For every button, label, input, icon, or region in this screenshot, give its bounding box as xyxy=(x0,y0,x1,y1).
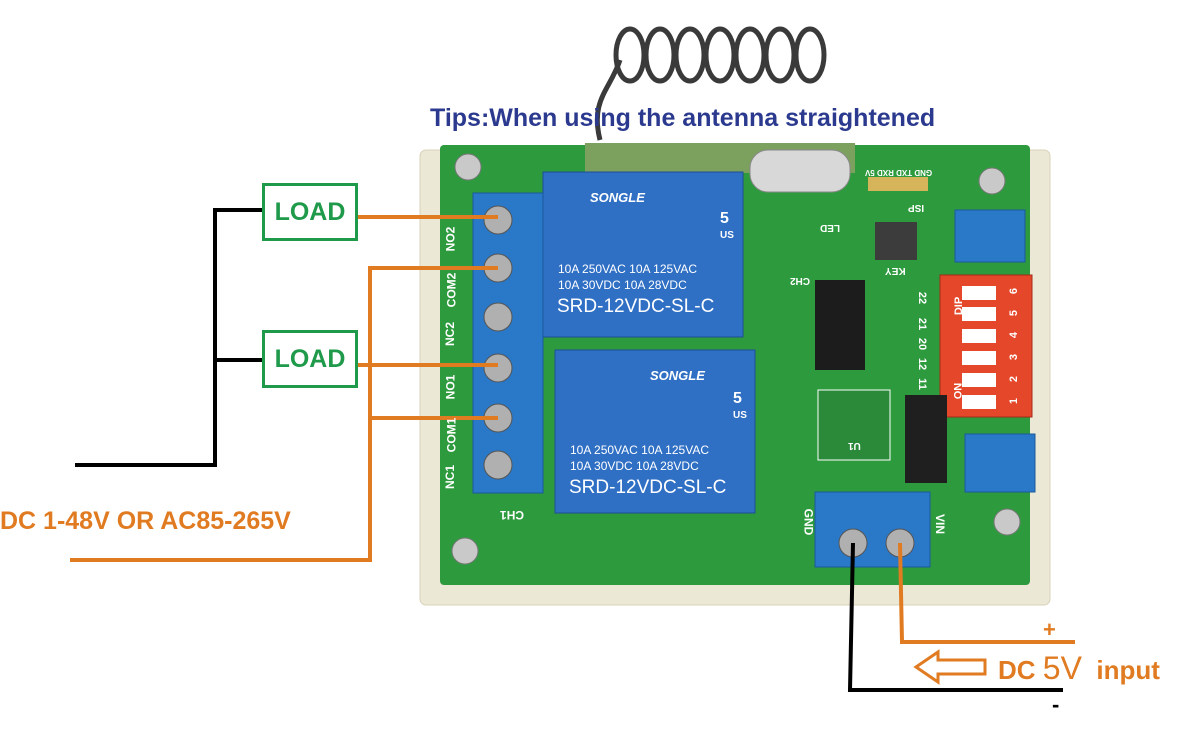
relay-1-number: 5 xyxy=(720,210,729,227)
diode-array xyxy=(905,395,947,483)
power-minus-label: - xyxy=(1052,692,1060,717)
relay-2-number: 5 xyxy=(733,390,742,407)
relay-1-brand: SONGLE xyxy=(590,190,645,205)
relay-2-us: US xyxy=(733,410,747,421)
relay-2 xyxy=(554,349,756,514)
isp-label: ISP xyxy=(908,202,925,213)
dip-number-5: 5 xyxy=(1008,309,1021,317)
led-label: LED xyxy=(820,222,840,233)
u1-label: U1 xyxy=(848,440,861,451)
relay-1-model: SRD-12VDC-SL-C xyxy=(557,296,715,317)
key-label: KEY xyxy=(885,265,906,276)
relay-2-model: SRD-12VDC-SL-C xyxy=(569,477,727,498)
power-input-prefix: DC xyxy=(998,655,1036,685)
vin-label: VIN xyxy=(933,513,948,535)
live-wire xyxy=(70,215,498,562)
pin-number-22: 22 xyxy=(916,291,929,305)
terminal-label-com1: COM1 xyxy=(444,417,459,453)
power-plus-label: + xyxy=(1043,617,1056,642)
dip-label: DIP xyxy=(953,296,966,316)
load-supply-label: DC 1-48V OR AC85-265V xyxy=(0,507,291,535)
neutral-wire xyxy=(75,208,262,467)
mounting-screws xyxy=(451,153,1021,565)
power-input-voltage: 5V xyxy=(1042,650,1082,686)
pin-number-21: 21 xyxy=(916,317,929,331)
microcontroller-ic xyxy=(815,280,865,370)
pin-number-20: 20 xyxy=(916,337,929,351)
terminal-label-nc1: NC1 xyxy=(443,464,458,490)
header-pin-labels: GND TXD RXD 5V xyxy=(865,168,933,177)
crystal xyxy=(749,149,851,193)
relay-2-rating-1: 10A 250VAC 10A 125VAC xyxy=(570,443,709,457)
terminal-label-nc2: NC2 xyxy=(443,321,458,347)
power-terminal-block xyxy=(814,491,931,568)
antenna-tip: Tips:When using the antenna straightened xyxy=(430,104,936,132)
regulator-area xyxy=(817,389,891,461)
pin-number-12: 12 xyxy=(916,357,929,371)
terminal-label-com2: COM2 xyxy=(444,272,459,308)
isp-header xyxy=(868,177,928,191)
antenna-coil xyxy=(594,26,827,141)
relay-1-us: US xyxy=(720,230,734,241)
relay-2-brand: SONGLE xyxy=(650,368,705,383)
dip-number-3: 3 xyxy=(1008,353,1021,361)
ch2-label: CH2 xyxy=(790,275,811,286)
relay-2-rating-2: 10A 30VDC 10A 28VDC xyxy=(570,459,699,473)
input-arrow-icon xyxy=(913,649,987,685)
dip-number-2: 2 xyxy=(1008,375,1021,383)
gnd-wire xyxy=(847,542,1063,692)
power-input-suffix: input xyxy=(1096,655,1160,685)
power-input-label: DC 5V input xyxy=(998,650,1160,687)
pin-number-11: 11 xyxy=(915,378,928,390)
relay-1 xyxy=(542,171,744,338)
dip-number-6: 6 xyxy=(1008,287,1021,295)
potentiometer-bottom xyxy=(964,433,1036,493)
on-label: ON xyxy=(952,382,965,400)
potentiometer-top xyxy=(954,209,1026,263)
dip-number-1: 1 xyxy=(1008,397,1021,405)
ch1-label: CH1 xyxy=(500,508,525,522)
dip-number-4: 4 xyxy=(1008,331,1021,339)
gnd-label: GND xyxy=(801,508,816,536)
load-terminal-block xyxy=(472,192,544,494)
load-label-1: LOAD xyxy=(262,183,358,241)
vin-wire xyxy=(898,542,1075,644)
dip-switch-levers xyxy=(962,286,996,409)
relay-1-rating-2: 10A 30VDC 10A 28VDC xyxy=(558,278,687,292)
key-button xyxy=(875,222,917,260)
load-label-2: LOAD xyxy=(262,330,358,388)
terminal-label-no1: NO1 xyxy=(443,374,458,400)
terminal-label-no2: NO2 xyxy=(443,226,458,252)
relay-1-rating-1: 10A 250VAC 10A 125VAC xyxy=(558,262,697,276)
